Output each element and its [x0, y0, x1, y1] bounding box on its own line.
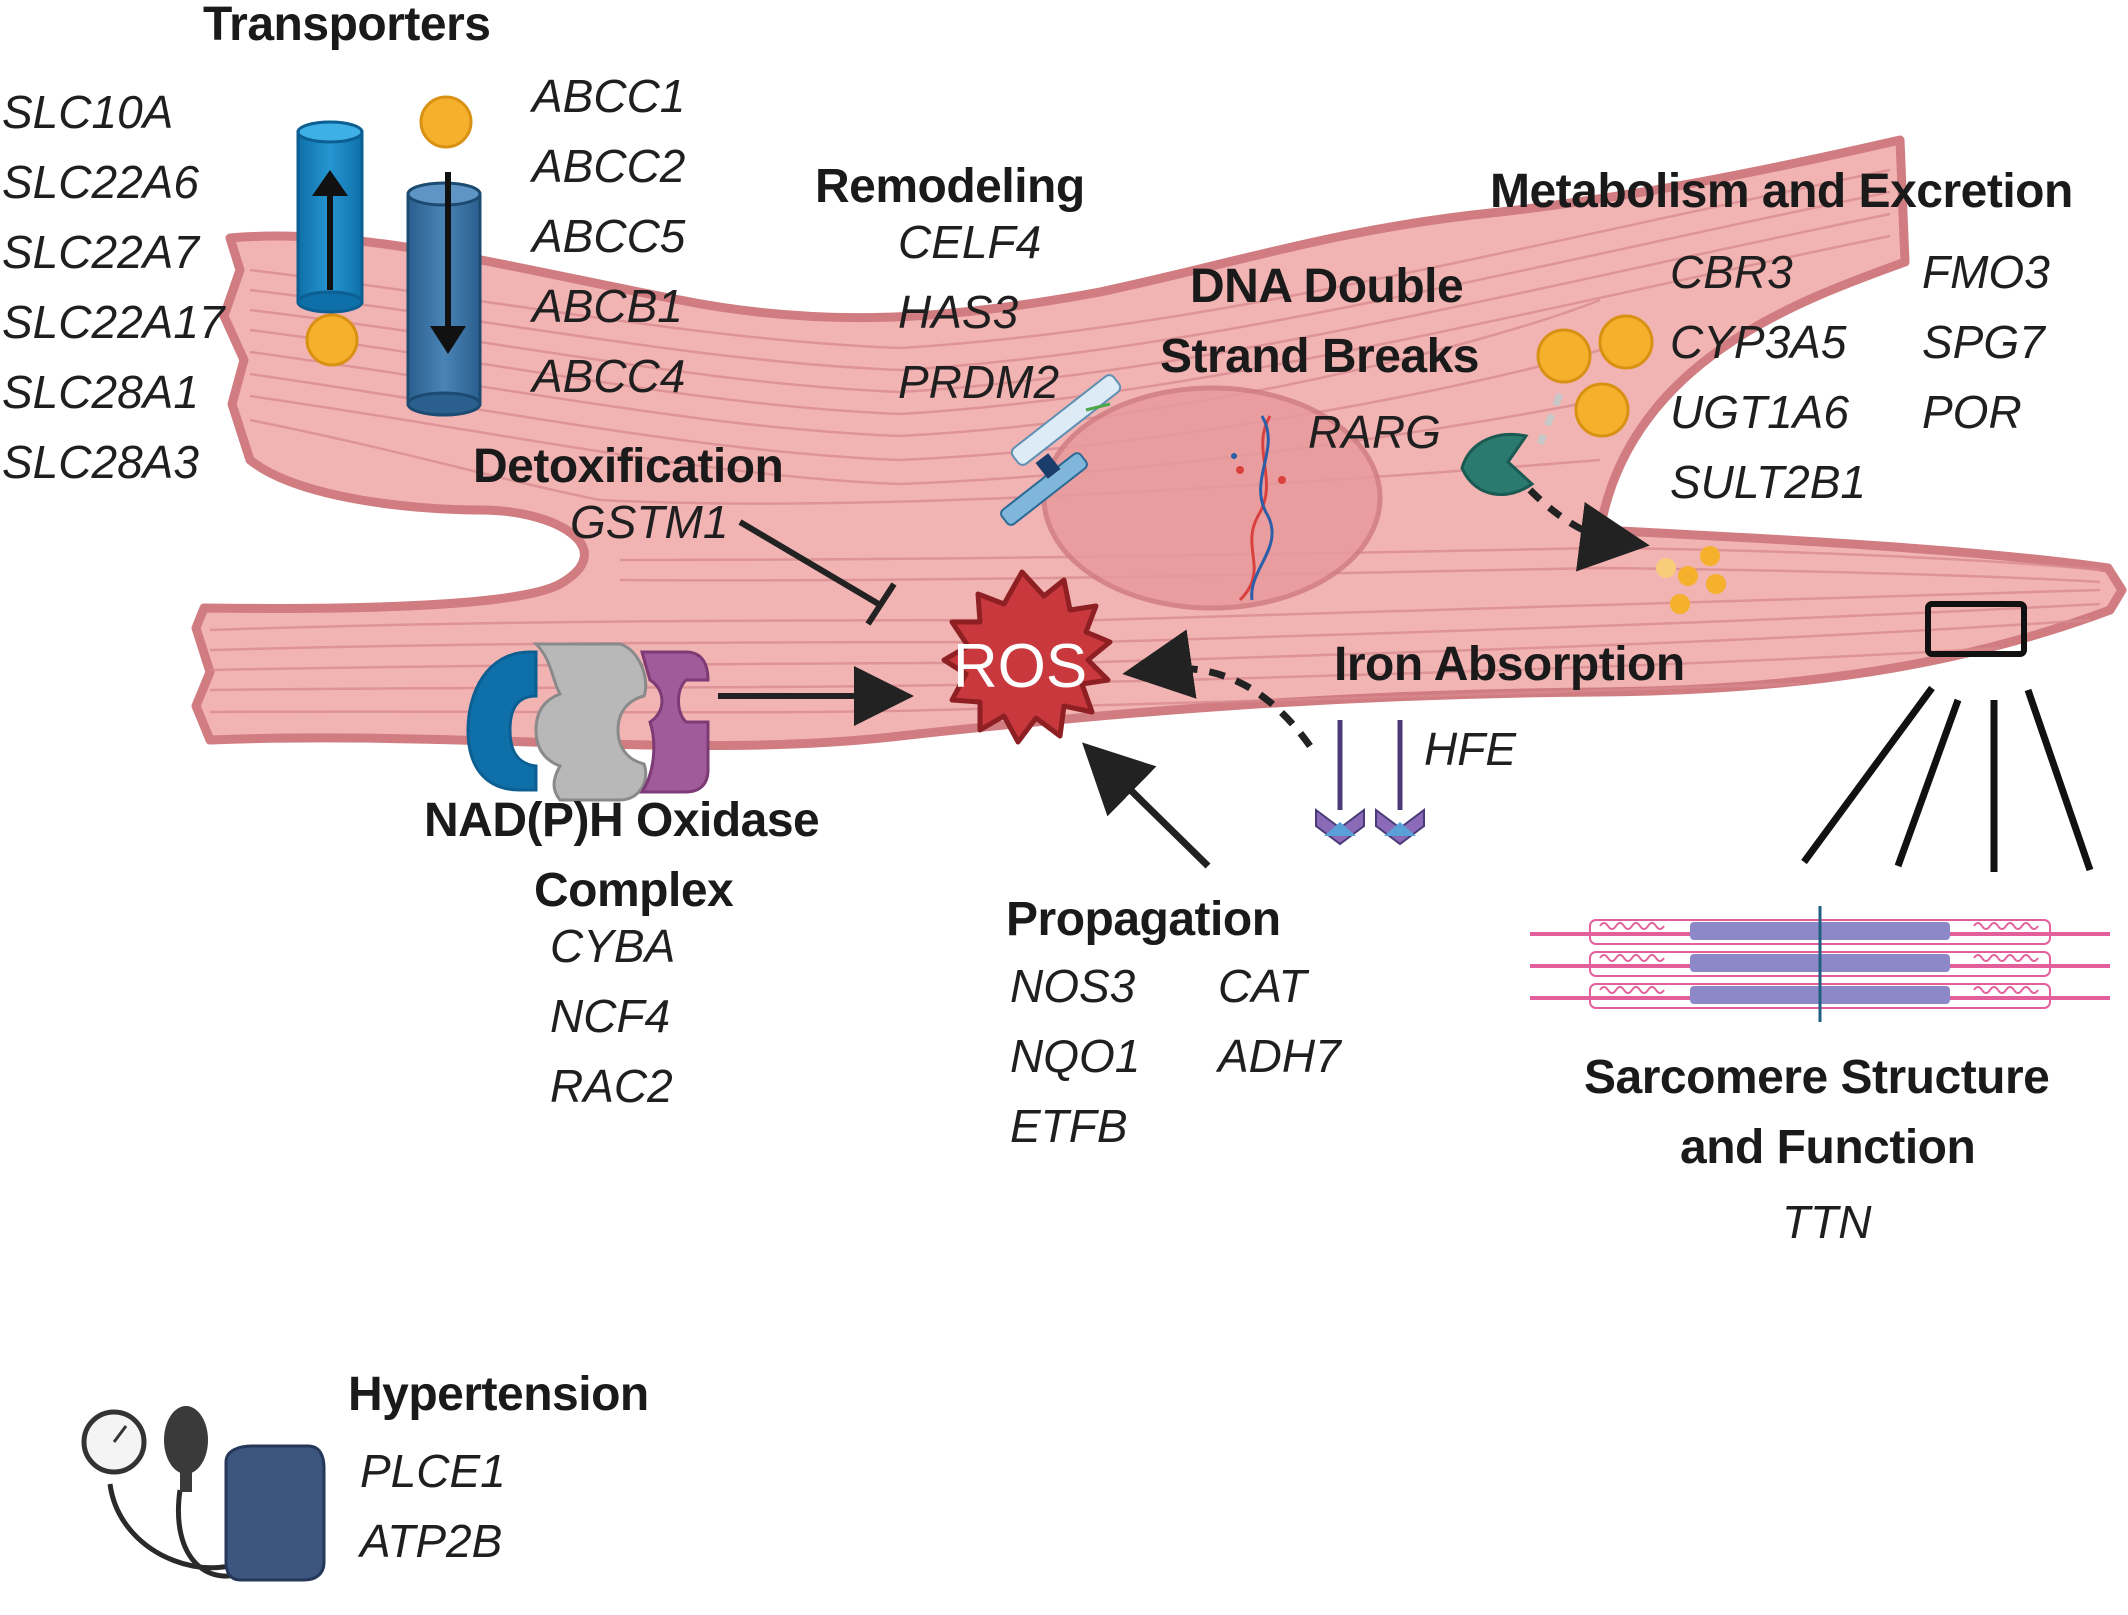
- detox-title: Detoxification: [473, 440, 783, 493]
- remodeling-title: Remodeling: [815, 160, 1085, 213]
- gene-rarg: RARG: [1308, 406, 1441, 458]
- gene-nqo1: NQO1: [1010, 1030, 1140, 1082]
- gene-abcc1: ABCC1: [529, 70, 685, 122]
- membrane-transporter-icon: [296, 95, 482, 417]
- iron-to-ros-arrow: [1122, 629, 1313, 749]
- hypertension-title: Hypertension: [348, 1368, 649, 1421]
- gene-sult2b1: SULT2B1: [1670, 456, 1866, 508]
- ros-label: ROS: [953, 632, 1087, 701]
- gene-atp2b: ATP2B: [357, 1515, 502, 1567]
- propagation-to-ros-arrow: [1082, 742, 1211, 869]
- oxidase-title-line1: NAD(P)H Oxidase: [424, 794, 819, 847]
- dna-helix-icon: [1231, 415, 1286, 602]
- detox-inhibition-line: [738, 519, 897, 626]
- gene-cbr3: CBR3: [1670, 246, 1793, 298]
- gene-slc22a7: SLC22A7: [2, 226, 200, 278]
- metabolism-icon: [1460, 314, 1726, 614]
- gene-slc22a6: SLC22A6: [2, 156, 199, 208]
- gene-slc10a: SLC10A: [2, 86, 173, 138]
- gene-slc22a17: SLC22A17: [2, 296, 226, 348]
- gene-nos3: NOS3: [1010, 960, 1136, 1012]
- gene-structure-icon: [1000, 374, 1122, 526]
- gene-celf4: CELF4: [898, 216, 1041, 268]
- sarcomere-icon: [1530, 906, 2110, 1022]
- gene-gstm1: GSTM1: [570, 496, 728, 548]
- gene-fmo3: FMO3: [1922, 246, 2050, 298]
- metabolism-title: Metabolism and Excretion: [1490, 165, 2073, 218]
- sarcomere-title-line2: and Function: [1680, 1121, 1975, 1174]
- gene-por: POR: [1922, 386, 2022, 438]
- gene-plce1: PLCE1: [360, 1445, 506, 1497]
- gene-has3: HAS3: [898, 286, 1019, 338]
- gene-cyp3a5: CYP3A5: [1670, 316, 1847, 368]
- gene-spg7: SPG7: [1922, 316, 2046, 368]
- transporters-genes-left: SLC10A SLC22A6 SLC22A7 SLC22A17 SLC28A1 …: [2, 86, 226, 488]
- gene-slc28a1: SLC28A1: [2, 366, 199, 418]
- sarcomere-zoom-box: [1925, 601, 2027, 657]
- transporters-title: Transporters: [203, 0, 490, 51]
- gene-ncf4: NCF4: [550, 990, 670, 1042]
- sarcomere-zoom-lines: [1801, 685, 2094, 872]
- ros-burst: ROS: [941, 569, 1113, 745]
- dna-title-line2: Strand Breaks: [1160, 330, 1479, 383]
- gene-abcb1: ABCB1: [529, 280, 683, 332]
- gene-rac2: RAC2: [550, 1060, 673, 1112]
- transporters-genes-right: ABCC1 ABCC2 ABCC5 ABCB1 ABCC4: [529, 70, 686, 402]
- gene-etfb: ETFB: [1010, 1100, 1128, 1152]
- gene-abcc2: ABCC2: [529, 140, 685, 192]
- iron-title: Iron Absorption: [1334, 638, 1685, 691]
- oxidase-title-line2: Complex: [534, 864, 734, 917]
- ros-star-shape: [941, 569, 1113, 745]
- enzyme-icon: [1460, 432, 1535, 496]
- propagation-title: Propagation: [1006, 893, 1281, 946]
- gene-cyba: CYBA: [550, 920, 675, 972]
- blood-pressure-cuff-icon: [81, 1406, 326, 1582]
- sarcomere-title-line1: Sarcomere Structure: [1584, 1051, 2049, 1104]
- gene-abcc4: ABCC4: [529, 350, 685, 402]
- nadph-oxidase-complex-icon: [466, 642, 710, 802]
- gene-abcc5: ABCC5: [529, 210, 686, 262]
- gene-adh7: ADH7: [1215, 1030, 1342, 1082]
- hfe-receptor-icon: [1315, 720, 1425, 846]
- gene-cat: CAT: [1218, 960, 1309, 1012]
- gene-hfe: HFE: [1424, 723, 1517, 775]
- gene-ugt1a6: UGT1A6: [1670, 386, 1849, 438]
- gene-prdm2: PRDM2: [898, 356, 1059, 408]
- dna-title-line1: DNA Double: [1190, 260, 1463, 313]
- gene-slc28a3: SLC28A3: [2, 436, 199, 488]
- gene-ttn: TTN: [1782, 1196, 1872, 1248]
